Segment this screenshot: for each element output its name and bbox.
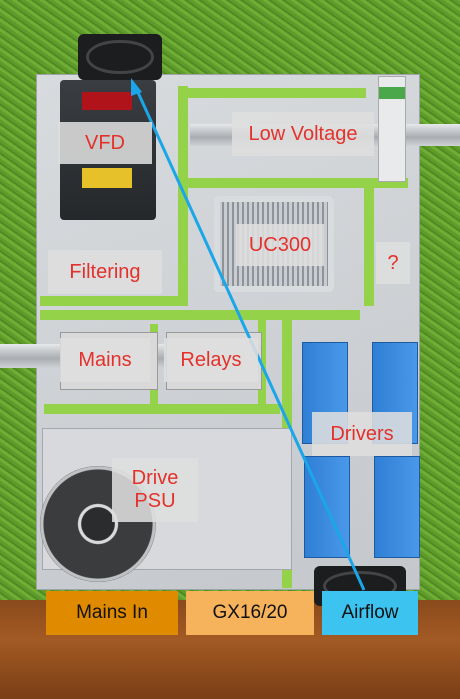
cable-duct: [40, 296, 180, 306]
vfd-display: [82, 92, 132, 110]
cable-duct: [364, 186, 374, 306]
low-voltage-psu: [378, 76, 406, 182]
label-relays: Relays: [164, 338, 258, 382]
cable-duct: [186, 178, 408, 188]
label-mains: Mains: [60, 338, 150, 382]
cable-duct: [44, 404, 280, 414]
label-uc300: UC300: [236, 224, 324, 266]
label-vfd: VFD: [58, 122, 152, 164]
stepper-driver: [374, 456, 420, 558]
airflow-arrowhead: [131, 78, 142, 96]
tag-airflow: Airflow: [322, 591, 418, 635]
vfd-caution-sticker: [82, 168, 132, 188]
label-unknown: ?: [376, 242, 410, 284]
tag-mains-in: Mains In: [46, 591, 178, 635]
label-low-voltage: Low Voltage: [232, 112, 374, 156]
label-drive-psu: Drive PSU: [112, 458, 198, 522]
label-drivers: Drivers: [312, 412, 412, 456]
cable-duct: [40, 310, 360, 320]
tag-gx16-20: GX16/20: [186, 591, 314, 635]
cable-duct: [178, 86, 188, 306]
top-fan: [78, 34, 162, 80]
cable-duct: [178, 88, 366, 98]
psu-terminal: [379, 87, 405, 99]
label-filtering: Filtering: [48, 250, 162, 294]
